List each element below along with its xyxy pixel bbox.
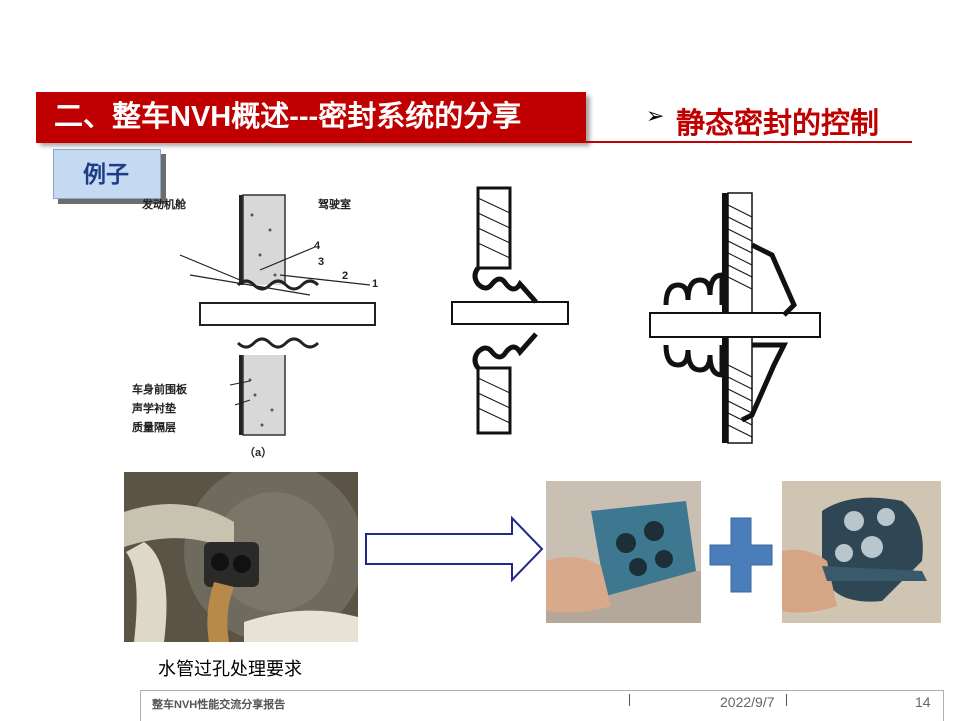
footer-frame bbox=[140, 690, 944, 721]
label-mass-layer: 质量隔层 bbox=[132, 422, 176, 434]
footer-report-title: 整车NVH性能交流分享报告 bbox=[152, 699, 286, 711]
title-underline bbox=[36, 141, 912, 143]
label-num-2: 2 bbox=[342, 270, 349, 282]
plus-icon bbox=[709, 517, 773, 593]
grommet-photo-front bbox=[546, 481, 701, 623]
footer-divider bbox=[786, 694, 787, 706]
label-acoustic-liner: 声学衬垫 bbox=[132, 403, 176, 415]
page-number: 14 bbox=[915, 694, 931, 710]
label-num-3: 3 bbox=[318, 256, 325, 268]
grommet-photo-back bbox=[782, 481, 941, 623]
example-label: 例子 bbox=[83, 161, 129, 187]
label-front-panel: 车身前围板 bbox=[132, 384, 187, 396]
label-engine-bay: 发动机舱 bbox=[142, 199, 186, 211]
grommet-diagram-a bbox=[179, 194, 376, 436]
title-banner bbox=[36, 92, 586, 142]
page-title: 二、整车NVH概述---密封系统的分享 bbox=[54, 101, 522, 133]
label-cabin: 驾驶室 bbox=[318, 199, 351, 211]
bullet-arrow-icon: ➢ bbox=[646, 104, 665, 129]
grommet-diagram-b bbox=[451, 186, 569, 435]
water-pipe-photo bbox=[124, 472, 358, 642]
photo-caption: 水管过孔处理要求 bbox=[158, 659, 302, 679]
label-num-4: 4 bbox=[314, 240, 321, 252]
grommet-diagram-c bbox=[649, 192, 821, 444]
right-arrow-icon bbox=[365, 516, 544, 582]
example-label-box bbox=[53, 149, 161, 199]
footer-date: 2022/9/7 bbox=[720, 694, 775, 710]
label-num-1: 1 bbox=[372, 278, 379, 290]
diagram-caption-a: （a） bbox=[244, 447, 273, 459]
section-subtitle: 静态密封的控制 bbox=[676, 108, 880, 140]
footer-divider bbox=[629, 694, 630, 706]
